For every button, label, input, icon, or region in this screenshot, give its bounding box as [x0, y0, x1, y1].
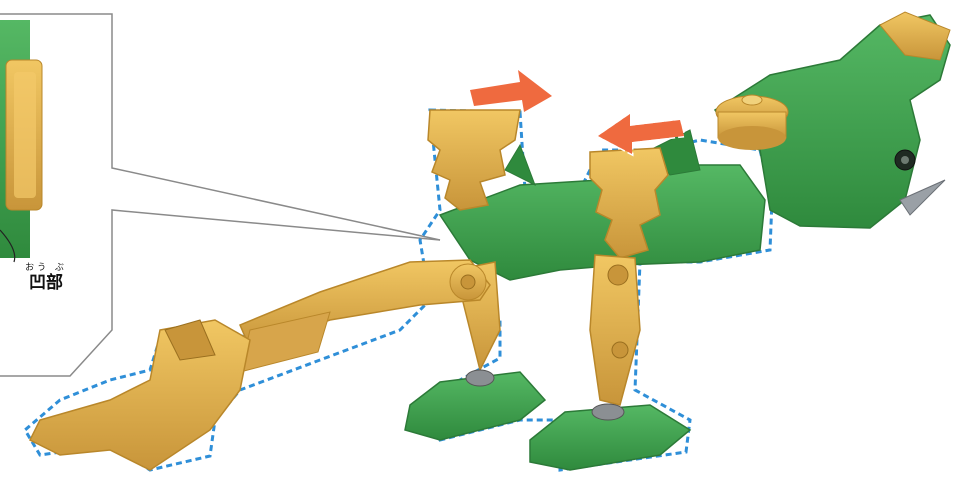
- callout-frame: [0, 14, 440, 376]
- recess-label-text: 凹部: [6, 273, 86, 293]
- gold-hinge-cap: [716, 95, 788, 150]
- callout-zoomed-part: [0, 20, 42, 262]
- recess-label-ruby: おう ぶ: [6, 263, 86, 273]
- tail-weapon: [30, 260, 490, 470]
- recess-label: おう ぶ 凹部: [6, 263, 86, 293]
- right-leg: [530, 255, 690, 470]
- push-arrow-right: [470, 70, 552, 112]
